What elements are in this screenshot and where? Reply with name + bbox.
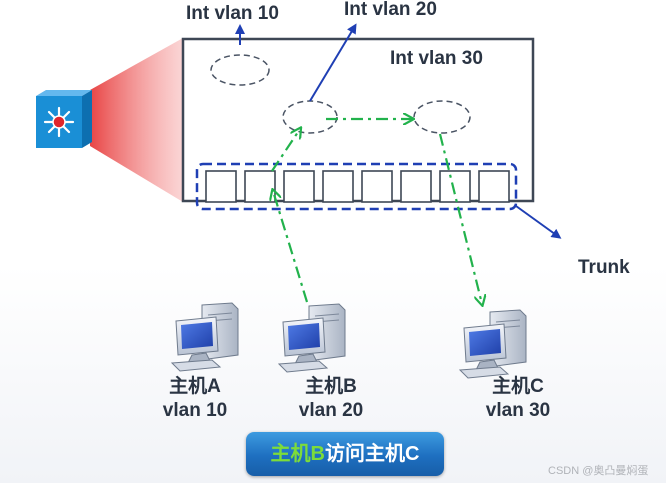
- caption-rest: 访问主机C: [325, 443, 420, 465]
- host-a-computer-icon: [171, 302, 239, 372]
- host-a-vlan: vlan 10: [162, 400, 228, 421]
- watermark: CSDN @奥凸曼焖蛋: [548, 465, 649, 477]
- host-b-name: 主机B: [305, 376, 357, 397]
- host-b-computer-icon: [278, 303, 346, 373]
- host-c-computer-icon: [459, 309, 527, 379]
- host-a-label: 主机A vlan 10: [140, 375, 250, 423]
- int-vlan20-label: Int vlan 20: [344, 0, 437, 20]
- port-3: [283, 170, 315, 203]
- layer3-switch-icon: [36, 38, 183, 202]
- port-8: [478, 170, 510, 203]
- arrow-trunk: [515, 205, 562, 239]
- port-group-dashed: [195, 162, 518, 211]
- host-c-label: 主机C vlan 30: [463, 375, 573, 423]
- host-b-vlan: vlan 20: [298, 400, 364, 421]
- caption-highlight: 主机B: [270, 443, 325, 465]
- port-7: [439, 170, 471, 203]
- int-vlan30-label: Int vlan 30: [390, 48, 483, 69]
- switch-beam: [90, 38, 183, 202]
- port-6: [400, 170, 432, 203]
- svi-vlan10-ellipse: [210, 54, 270, 86]
- port-5: [361, 170, 393, 203]
- switch-ports: [205, 170, 510, 203]
- host-c-name: 主机C: [492, 376, 544, 397]
- host-c-vlan: vlan 30: [485, 400, 551, 421]
- arrow-int-vlan20: [309, 23, 357, 102]
- caption-banner: 主机B访问主机C: [246, 432, 444, 476]
- host-a-name: 主机A: [169, 376, 221, 397]
- port-1: [205, 170, 237, 203]
- trunk-label: Trunk: [578, 257, 630, 278]
- traffic-path: [272, 119, 482, 304]
- port-2: [244, 170, 276, 203]
- port-4: [322, 170, 354, 203]
- int-vlan10-label: Int vlan 10: [186, 3, 279, 24]
- host-b-label: 主机B vlan 20: [276, 375, 386, 423]
